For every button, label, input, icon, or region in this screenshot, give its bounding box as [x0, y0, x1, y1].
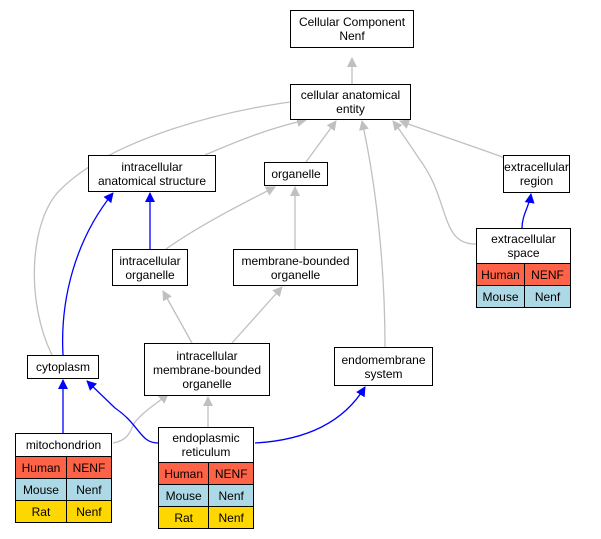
- node-intracellular-anatomical-structure[interactable]: intracellular anatomical structure: [88, 155, 216, 192]
- gene-cell[interactable]: Nenf: [65, 500, 113, 523]
- node-label-line: space: [507, 246, 540, 260]
- node-label-line: extracellular: [504, 160, 569, 174]
- node-organelle[interactable]: organelle: [264, 162, 328, 186]
- ortholog-table-mitochondrion: Human NENF Mouse Nenf Rat Nenf: [15, 456, 113, 523]
- table-row: Human NENF: [157, 462, 254, 485]
- edge-imbo-to-ico: [162, 290, 193, 344]
- species-cell: Rat: [157, 506, 210, 529]
- ortholog-table-extracellular-space: Human NENF Mouse Nenf: [476, 263, 571, 308]
- node-label-line: Cellular Component: [298, 15, 406, 29]
- edge-ico-to-organelle: [165, 186, 276, 250]
- species-cell: Rat: [15, 500, 67, 523]
- species-cell: Human: [476, 263, 525, 286]
- edge-ecs-to-cae: [392, 120, 477, 245]
- node-label-line: mitochondrion: [25, 438, 102, 452]
- node-intracellular-membrane-bounded-organelle[interactable]: intracellular membrane-bounded organelle: [144, 343, 270, 396]
- node-cytoplasm[interactable]: cytoplasm: [27, 355, 99, 379]
- gene-cell[interactable]: NENF: [65, 456, 113, 479]
- node-intracellular-organelle[interactable]: intracellular organelle: [112, 249, 188, 286]
- species-cell: Mouse: [157, 484, 210, 507]
- table-row: Rat Nenf: [157, 506, 254, 529]
- node-extracellular-space[interactable]: extracellular space: [476, 228, 571, 264]
- node-endoplasmic-reticulum[interactable]: endoplasmic reticulum: [158, 427, 254, 463]
- edge-er-to-cytoplasm: [86, 380, 159, 444]
- table-row: Rat Nenf: [15, 500, 113, 523]
- node-label-line: endoplasmic: [172, 431, 240, 445]
- edge-ecr-to-cae: [399, 119, 506, 159]
- edge-cytoplasm-to-ias: [61, 192, 114, 356]
- node-cellular-component-nenf[interactable]: Cellular Component Nenf: [290, 10, 414, 48]
- node-label-line: region: [519, 174, 554, 188]
- table-row: Mouse Nenf: [157, 484, 254, 507]
- node-mitochondrion[interactable]: mitochondrion: [15, 433, 112, 457]
- ortholog-table-endoplasmic-reticulum: Human NENF Mouse Nenf Rat Nenf: [157, 462, 254, 529]
- gene-cell[interactable]: NENF: [524, 263, 571, 286]
- table-row: Mouse Nenf: [476, 285, 571, 308]
- node-label-line: intracellular: [121, 159, 183, 174]
- table-row: Human NENF: [15, 456, 113, 479]
- table-row: Human NENF: [476, 263, 571, 286]
- node-label-line: organelle: [125, 267, 175, 282]
- species-cell: Human: [157, 462, 210, 485]
- edge-imbo-to-mbo: [231, 286, 283, 344]
- edge-ias-to-cae: [204, 117, 307, 156]
- node-label-line: endomembrane: [341, 352, 426, 367]
- species-cell: Human: [15, 456, 67, 479]
- edge-endo-to-cae: [359, 120, 386, 348]
- node-label-line: cytoplasm: [35, 360, 91, 374]
- node-label-line: entity: [336, 102, 365, 116]
- edge-ecs-to-ecr: [521, 193, 535, 229]
- node-label-line: extracellular: [491, 232, 556, 246]
- node-label-line: Nenf: [339, 29, 365, 43]
- edge-organelle-to-cae: [305, 120, 337, 163]
- species-cell: Mouse: [15, 478, 67, 501]
- gene-cell[interactable]: NENF: [208, 462, 254, 485]
- node-label-line: organelle: [271, 167, 321, 181]
- node-extracellular-region[interactable]: extracellular region: [503, 155, 570, 193]
- edge-mito-to-imbo: [112, 393, 169, 444]
- node-membrane-bounded-organelle[interactable]: membrane-bounded organelle: [233, 249, 358, 286]
- node-label-line: intracellular: [119, 253, 181, 268]
- table-row: Mouse Nenf: [15, 478, 113, 501]
- gene-cell[interactable]: Nenf: [208, 506, 254, 529]
- gene-cell[interactable]: Nenf: [208, 484, 254, 507]
- node-label-line: anatomical structure: [97, 173, 207, 188]
- node-label-line: organelle: [270, 267, 321, 282]
- node-label-line: intracellular: [176, 348, 238, 363]
- node-label-line: membrane-bounded: [241, 253, 350, 268]
- node-label-line: organelle: [182, 376, 232, 391]
- gene-cell[interactable]: Nenf: [65, 478, 113, 501]
- edge-cytoplasm-to-cae: [33, 96, 307, 356]
- node-label-line: system: [364, 366, 403, 381]
- gene-cell[interactable]: Nenf: [524, 285, 571, 308]
- node-cellular-anatomical-entity[interactable]: cellular anatomical entity: [290, 84, 411, 120]
- node-label-line: cellular anatomical: [300, 88, 401, 102]
- species-cell: Mouse: [476, 285, 525, 308]
- node-label-line: membrane-bounded: [152, 362, 262, 377]
- node-endomembrane-system[interactable]: endomembrane system: [334, 347, 433, 386]
- node-label-line: reticulum: [181, 445, 231, 459]
- edge-er-to-endo: [254, 386, 366, 444]
